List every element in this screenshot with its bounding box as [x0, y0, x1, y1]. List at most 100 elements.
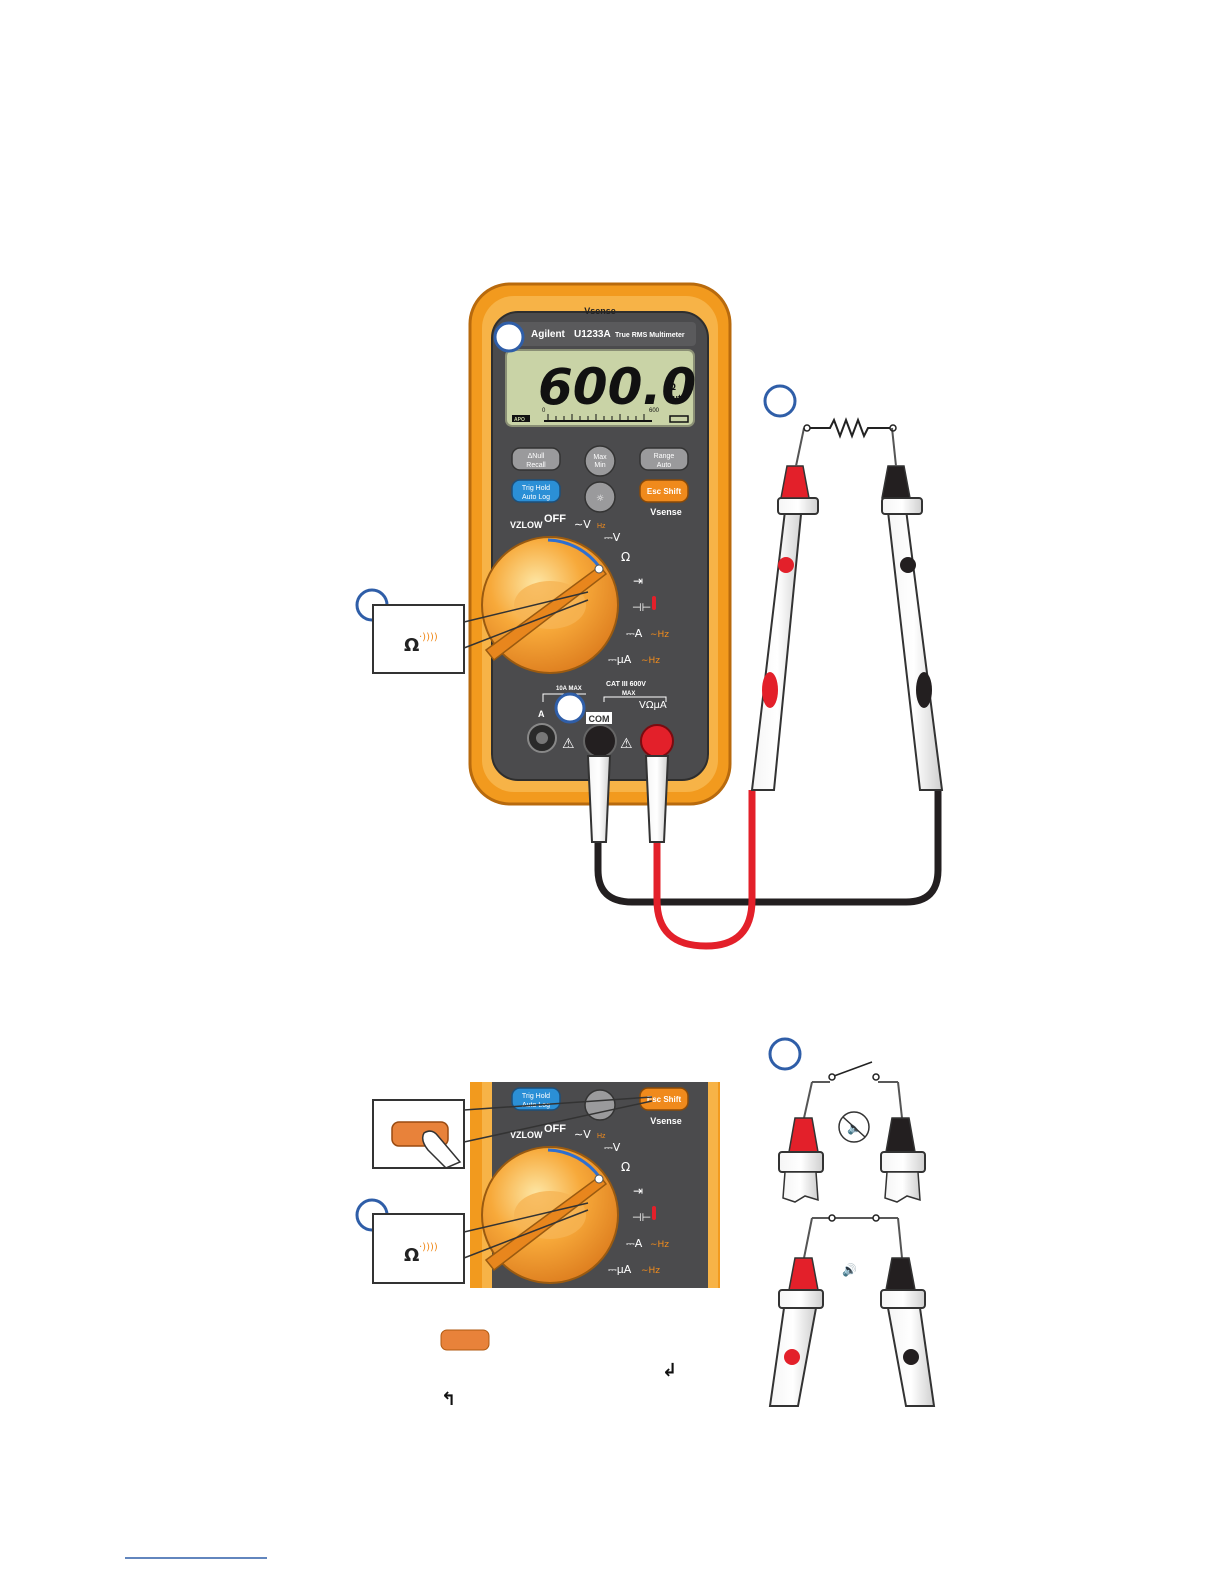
ac-ua-hz-label: ∼Hz [641, 1266, 660, 1276]
lcd-bar-max: 600 [649, 408, 660, 414]
ac-a-hz-label: ∼Hz [650, 630, 669, 640]
ohm-label: Ω [621, 1160, 630, 1174]
trig-hold-label: Trig Hold [522, 485, 550, 492]
thermometer-icon [652, 596, 656, 610]
ac-ua-hz-label: ∼Hz [641, 656, 660, 666]
description-label: True RMS Multimeter [615, 332, 685, 339]
open-switch-symbol [812, 1061, 898, 1083]
com-jack[interactable] [583, 724, 617, 758]
thermometer-icon [652, 1206, 656, 1220]
dc-a-label: ⎓A [626, 627, 643, 640]
max-label: Max [593, 454, 607, 461]
continuity-callout-box: Ω ·)))) [372, 591, 589, 674]
continuity-callout-box: Ω ·)))) [355, 1198, 589, 1284]
ac-v-label: ∼V [574, 1128, 591, 1141]
beeper-sound-icon: 🔊 [842, 1262, 857, 1277]
range-label: Range [654, 453, 675, 460]
cap-label: ⊣⊢ [632, 601, 651, 614]
diode-label: ⇥ [633, 1184, 643, 1198]
dc-v-label: ⎓V [604, 1141, 621, 1154]
auto-log-label: Auto Log [522, 494, 550, 501]
meter-closeup: Trig Hold Auto Log Esc Shift Vsense VZLO… [470, 1082, 720, 1288]
lcd-range-mode: Auto [666, 393, 687, 403]
warning-icon: ⚠ [620, 736, 633, 752]
backlight-icon: ☼ [596, 494, 604, 504]
dc-ua-label: ⎓μA [608, 653, 632, 666]
up-edge-icon: ↰ [441, 1389, 456, 1410]
callout-ring [763, 384, 797, 418]
rotary-dial[interactable]: VZLOW OFF ∼V Hz ⎓V Ω ⇥ ⊣⊢ ⎓A ∼Hz ⎓μA ∼Hz [481, 513, 669, 674]
callout-ring [768, 1037, 802, 1071]
lcd-apo: APO [514, 417, 525, 423]
a-terminal-label: A [538, 709, 545, 719]
continuity-test-illustration: 🔈 🔊 [768, 1037, 936, 1407]
a-max-label: 10A MAX [556, 686, 582, 692]
hz-label: Hz [597, 523, 606, 530]
null-recall-button[interactable]: ΔNull Recall [511, 447, 561, 471]
keypad: ΔNull Recall Max Min Range Auto Trig Hol… [511, 445, 689, 517]
recall-label: Recall [526, 462, 546, 469]
continuity-ohm-symbol: Ω [404, 635, 419, 656]
ohm-label: Ω [621, 550, 630, 564]
min-label: Min [594, 462, 605, 469]
esc-shift-button[interactable]: Esc Shift [639, 1087, 689, 1111]
esc-shift-button[interactable]: Esc Shift [639, 479, 689, 503]
auto-label: Auto [657, 462, 672, 469]
vsense-top-label: Vsense [584, 306, 616, 316]
dc-a-label: ⎓A [626, 1237, 643, 1250]
v-ohm-ua-label: VΩμA [639, 700, 667, 711]
hz-label: Hz [597, 1133, 606, 1140]
backlight-button[interactable] [584, 1089, 616, 1121]
continuity-ohm-symbol: Ω [404, 1245, 419, 1266]
lcd-reading: 600.0 [538, 358, 696, 416]
cat-label: CAT III 600V [606, 681, 646, 688]
multimeter: Vsense Agilent U1233A True RMS Multimete… [468, 282, 732, 806]
lcd-display: 600.0 Ω Auto APO 0 600 [505, 349, 696, 427]
rotary-dial[interactable] [481, 1146, 619, 1284]
model-label: U1233A [574, 329, 611, 340]
continuity-sound-icon: ·)))) [419, 1242, 438, 1253]
diode-label: ⇥ [633, 574, 643, 588]
backlight-button[interactable]: ☼ [584, 481, 616, 513]
cap-label: ⊣⊢ [632, 1211, 651, 1224]
closed-switch-symbol [812, 1214, 898, 1222]
black-probe [881, 427, 944, 791]
v-ohm-jack[interactable] [640, 724, 674, 758]
down-edge-icon: ↲ [662, 1360, 677, 1381]
callout-ring [554, 692, 586, 724]
esc-shift-label: Esc Shift [647, 1095, 682, 1104]
trig-hold-label: Trig Hold [522, 1093, 550, 1100]
range-auto-button[interactable]: Range Auto [639, 447, 689, 471]
com-label: COM [589, 714, 610, 724]
vsense-key-label: Vsense [650, 507, 682, 517]
lcd-bar-min: 0 [542, 408, 546, 414]
lcd-unit: Ω [668, 382, 676, 393]
vzlow-label: VZLOW [510, 1130, 543, 1140]
max-min-button[interactable]: Max Min [584, 445, 616, 477]
resistor-symbol [803, 417, 897, 439]
ac-v-label: ∼V [574, 518, 591, 531]
esc-shift-label: Esc Shift [647, 487, 682, 496]
off-label: OFF [544, 513, 566, 525]
dc-v-label: ⎓V [604, 531, 621, 544]
null-label: ΔNull [528, 453, 545, 460]
finger-press-icon [421, 1130, 462, 1169]
shift-key-icon [440, 1329, 490, 1351]
vsense-key-label: Vsense [650, 1116, 682, 1126]
continuity-sound-icon: ·)))) [419, 632, 438, 643]
red-probe [750, 427, 819, 791]
brand-label: Agilent [531, 329, 566, 340]
warning-icon: ⚠ [562, 736, 575, 752]
test-leads [586, 755, 942, 950]
dc-ua-label: ⎓μA [608, 1263, 632, 1276]
input-terminals: 10A MAX CAT III 600V MAX A COM VΩμA ⚠ ⚠ [527, 681, 674, 758]
vzlow-label: VZLOW [510, 520, 543, 530]
max-label-terminal: MAX [622, 691, 635, 697]
battery-icon [669, 415, 689, 423]
press-shift-callout-box [372, 1096, 653, 1169]
trig-hold-button[interactable]: Trig Hold Auto Log [511, 479, 561, 503]
callout-ring [493, 321, 525, 353]
off-label: OFF [544, 1123, 566, 1135]
ac-a-hz-label: ∼Hz [650, 1240, 669, 1250]
